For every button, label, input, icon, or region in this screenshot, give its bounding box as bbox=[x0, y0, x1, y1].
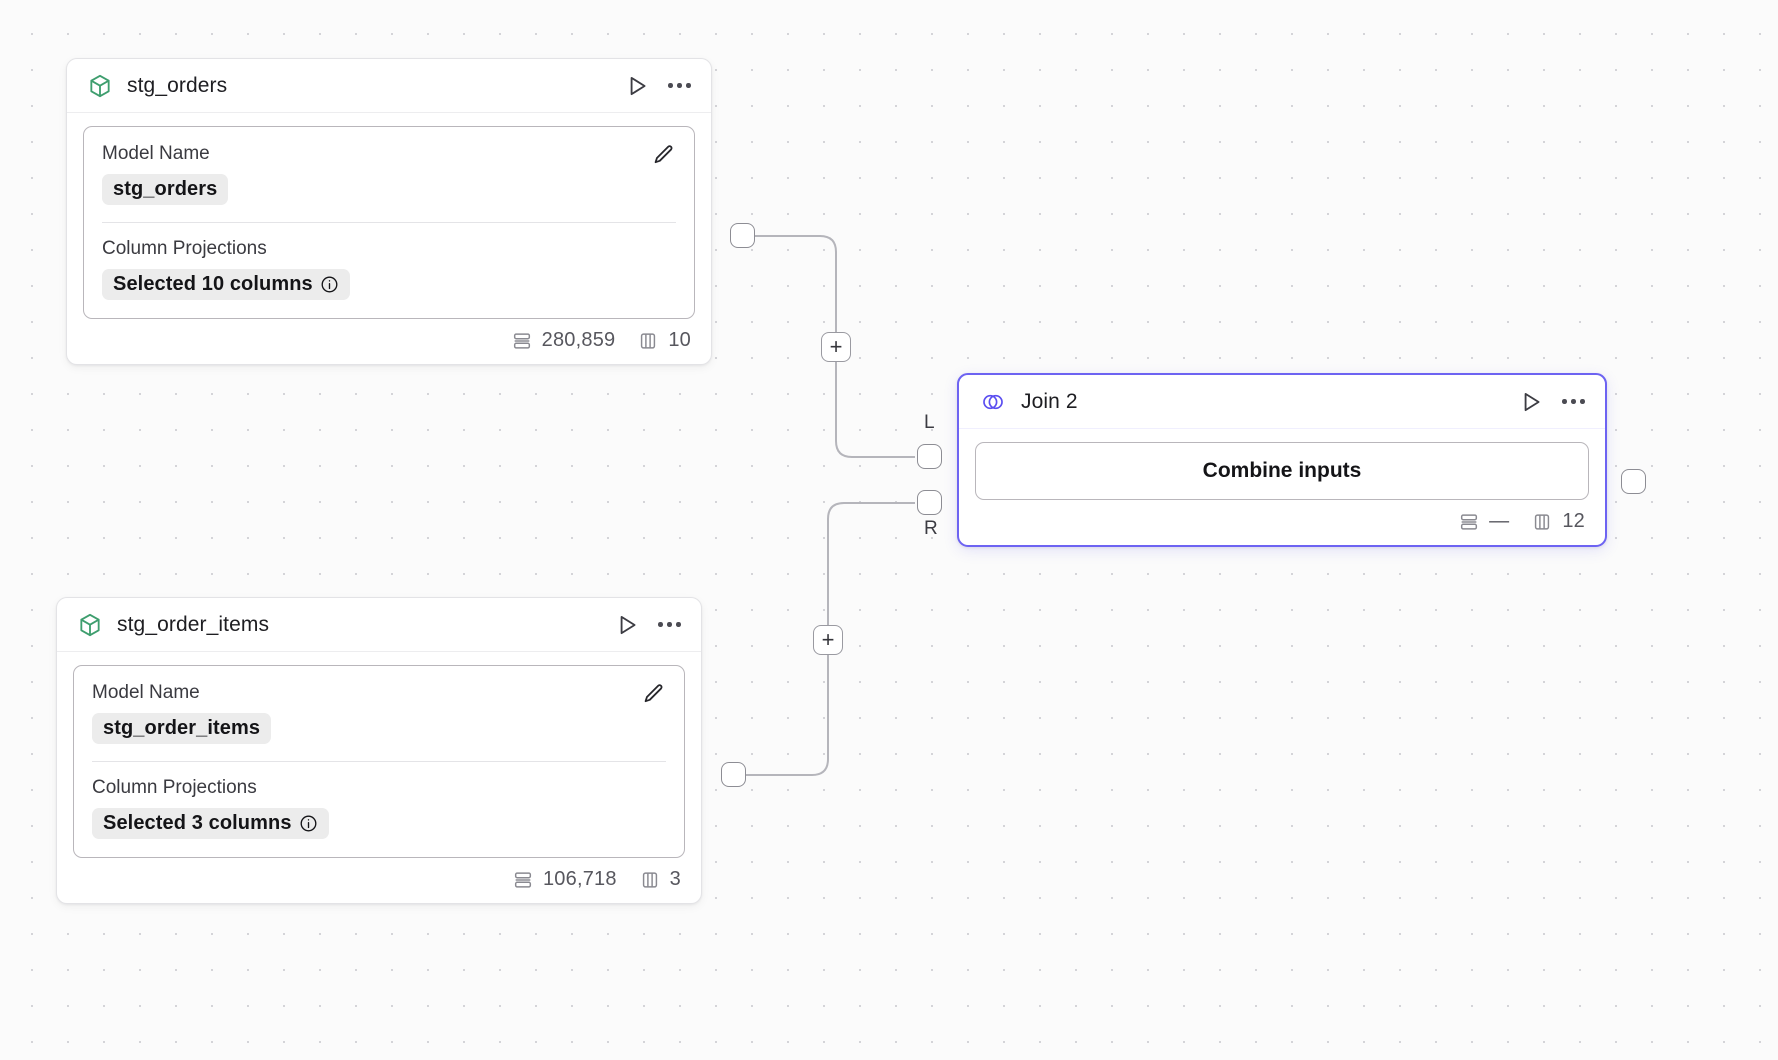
info-icon[interactable] bbox=[320, 275, 339, 294]
column-projections-label: Column Projections bbox=[92, 777, 257, 798]
row-count-stat: 280,859 bbox=[511, 329, 616, 352]
column-count-stat: 3 bbox=[639, 868, 681, 891]
model-name-value[interactable]: stg_order_items bbox=[92, 713, 272, 744]
node-join-2[interactable]: Join 2 Combine inputs — 12 bbox=[957, 373, 1607, 547]
column-projections-value[interactable]: Selected 10 columns bbox=[102, 269, 350, 300]
model-name-label: Model Name bbox=[102, 143, 210, 164]
more-options-icon[interactable] bbox=[656, 616, 683, 633]
cube-icon bbox=[77, 612, 103, 638]
row-count-value: 280,859 bbox=[541, 329, 616, 351]
column-count-stat: 10 bbox=[637, 329, 691, 352]
node-title: stg_order_items bbox=[117, 612, 270, 636]
edit-pencil-icon[interactable] bbox=[641, 682, 666, 707]
input-port-left-label: L bbox=[924, 412, 935, 433]
node-header[interactable]: stg_order_items bbox=[57, 598, 701, 652]
model-name-value[interactable]: stg_orders bbox=[102, 174, 229, 205]
row-count-value: 106,718 bbox=[542, 868, 617, 890]
model-name-label: Model Name bbox=[92, 682, 200, 703]
info-icon[interactable] bbox=[299, 814, 318, 833]
column-count-value: 10 bbox=[668, 329, 691, 351]
rows-icon bbox=[1461, 513, 1478, 530]
node-header[interactable]: stg_orders bbox=[67, 59, 711, 113]
row-count-value: — bbox=[1489, 510, 1510, 532]
node-body: Combine inputs bbox=[959, 429, 1605, 500]
rows-icon bbox=[514, 871, 532, 888]
node-stg-orders[interactable]: stg_orders Model Name stg_orders bbox=[66, 58, 712, 365]
node-body: Model Name stg_order_items Column Projec… bbox=[57, 652, 701, 858]
column-count-value: 12 bbox=[1562, 510, 1585, 532]
more-options-icon[interactable] bbox=[1560, 393, 1587, 410]
panel-divider bbox=[102, 222, 676, 223]
cube-icon bbox=[87, 73, 113, 99]
add-node-on-edge-button-2[interactable]: + bbox=[813, 625, 843, 655]
output-port-join-2[interactable] bbox=[1621, 469, 1646, 494]
input-port-join-left[interactable] bbox=[917, 444, 942, 469]
play-icon[interactable] bbox=[1518, 389, 1544, 415]
node-footer-stats: — 12 bbox=[959, 500, 1605, 545]
model-config-panel: Model Name stg_order_items Column Projec… bbox=[73, 665, 685, 858]
output-port-stg-orders[interactable] bbox=[730, 223, 755, 248]
rows-icon bbox=[513, 332, 530, 349]
node-stg-order-items[interactable]: stg_order_items Model Name stg_order_ite… bbox=[56, 597, 702, 904]
play-icon[interactable] bbox=[624, 73, 650, 99]
input-port-join-right[interactable] bbox=[917, 490, 942, 515]
node-title: Join 2 bbox=[1021, 389, 1078, 413]
more-options-icon[interactable] bbox=[666, 77, 693, 94]
columns-icon bbox=[641, 332, 656, 349]
edit-pencil-icon[interactable] bbox=[651, 143, 676, 168]
node-footer-stats: 106,718 3 bbox=[57, 858, 701, 903]
output-port-stg-order-items[interactable] bbox=[721, 762, 746, 787]
node-body: Model Name stg_orders Column Projections… bbox=[67, 113, 711, 319]
panel-divider bbox=[92, 761, 666, 762]
columns-icon bbox=[642, 871, 657, 888]
column-count-value: 3 bbox=[669, 868, 681, 890]
node-footer-stats: 280,859 10 bbox=[67, 319, 711, 364]
columns-icon bbox=[1535, 513, 1550, 530]
venn-circles-icon bbox=[979, 388, 1007, 416]
column-count-stat: 12 bbox=[1531, 510, 1585, 533]
model-config-panel: Model Name stg_orders Column Projections… bbox=[83, 126, 695, 319]
play-icon[interactable] bbox=[614, 612, 640, 638]
column-projections-label: Column Projections bbox=[102, 238, 267, 259]
row-count-stat: 106,718 bbox=[512, 868, 617, 891]
input-port-right-label: R bbox=[924, 518, 938, 539]
combine-inputs-button[interactable]: Combine inputs bbox=[975, 442, 1589, 500]
add-node-on-edge-button-1[interactable]: + bbox=[821, 332, 851, 362]
row-count-stat: — bbox=[1458, 510, 1509, 533]
column-projections-text: Selected 3 columns bbox=[103, 812, 292, 834]
node-title: stg_orders bbox=[127, 73, 228, 97]
column-projections-text: Selected 10 columns bbox=[113, 273, 313, 295]
node-header[interactable]: Join 2 bbox=[959, 375, 1605, 429]
column-projections-value[interactable]: Selected 3 columns bbox=[92, 808, 329, 839]
